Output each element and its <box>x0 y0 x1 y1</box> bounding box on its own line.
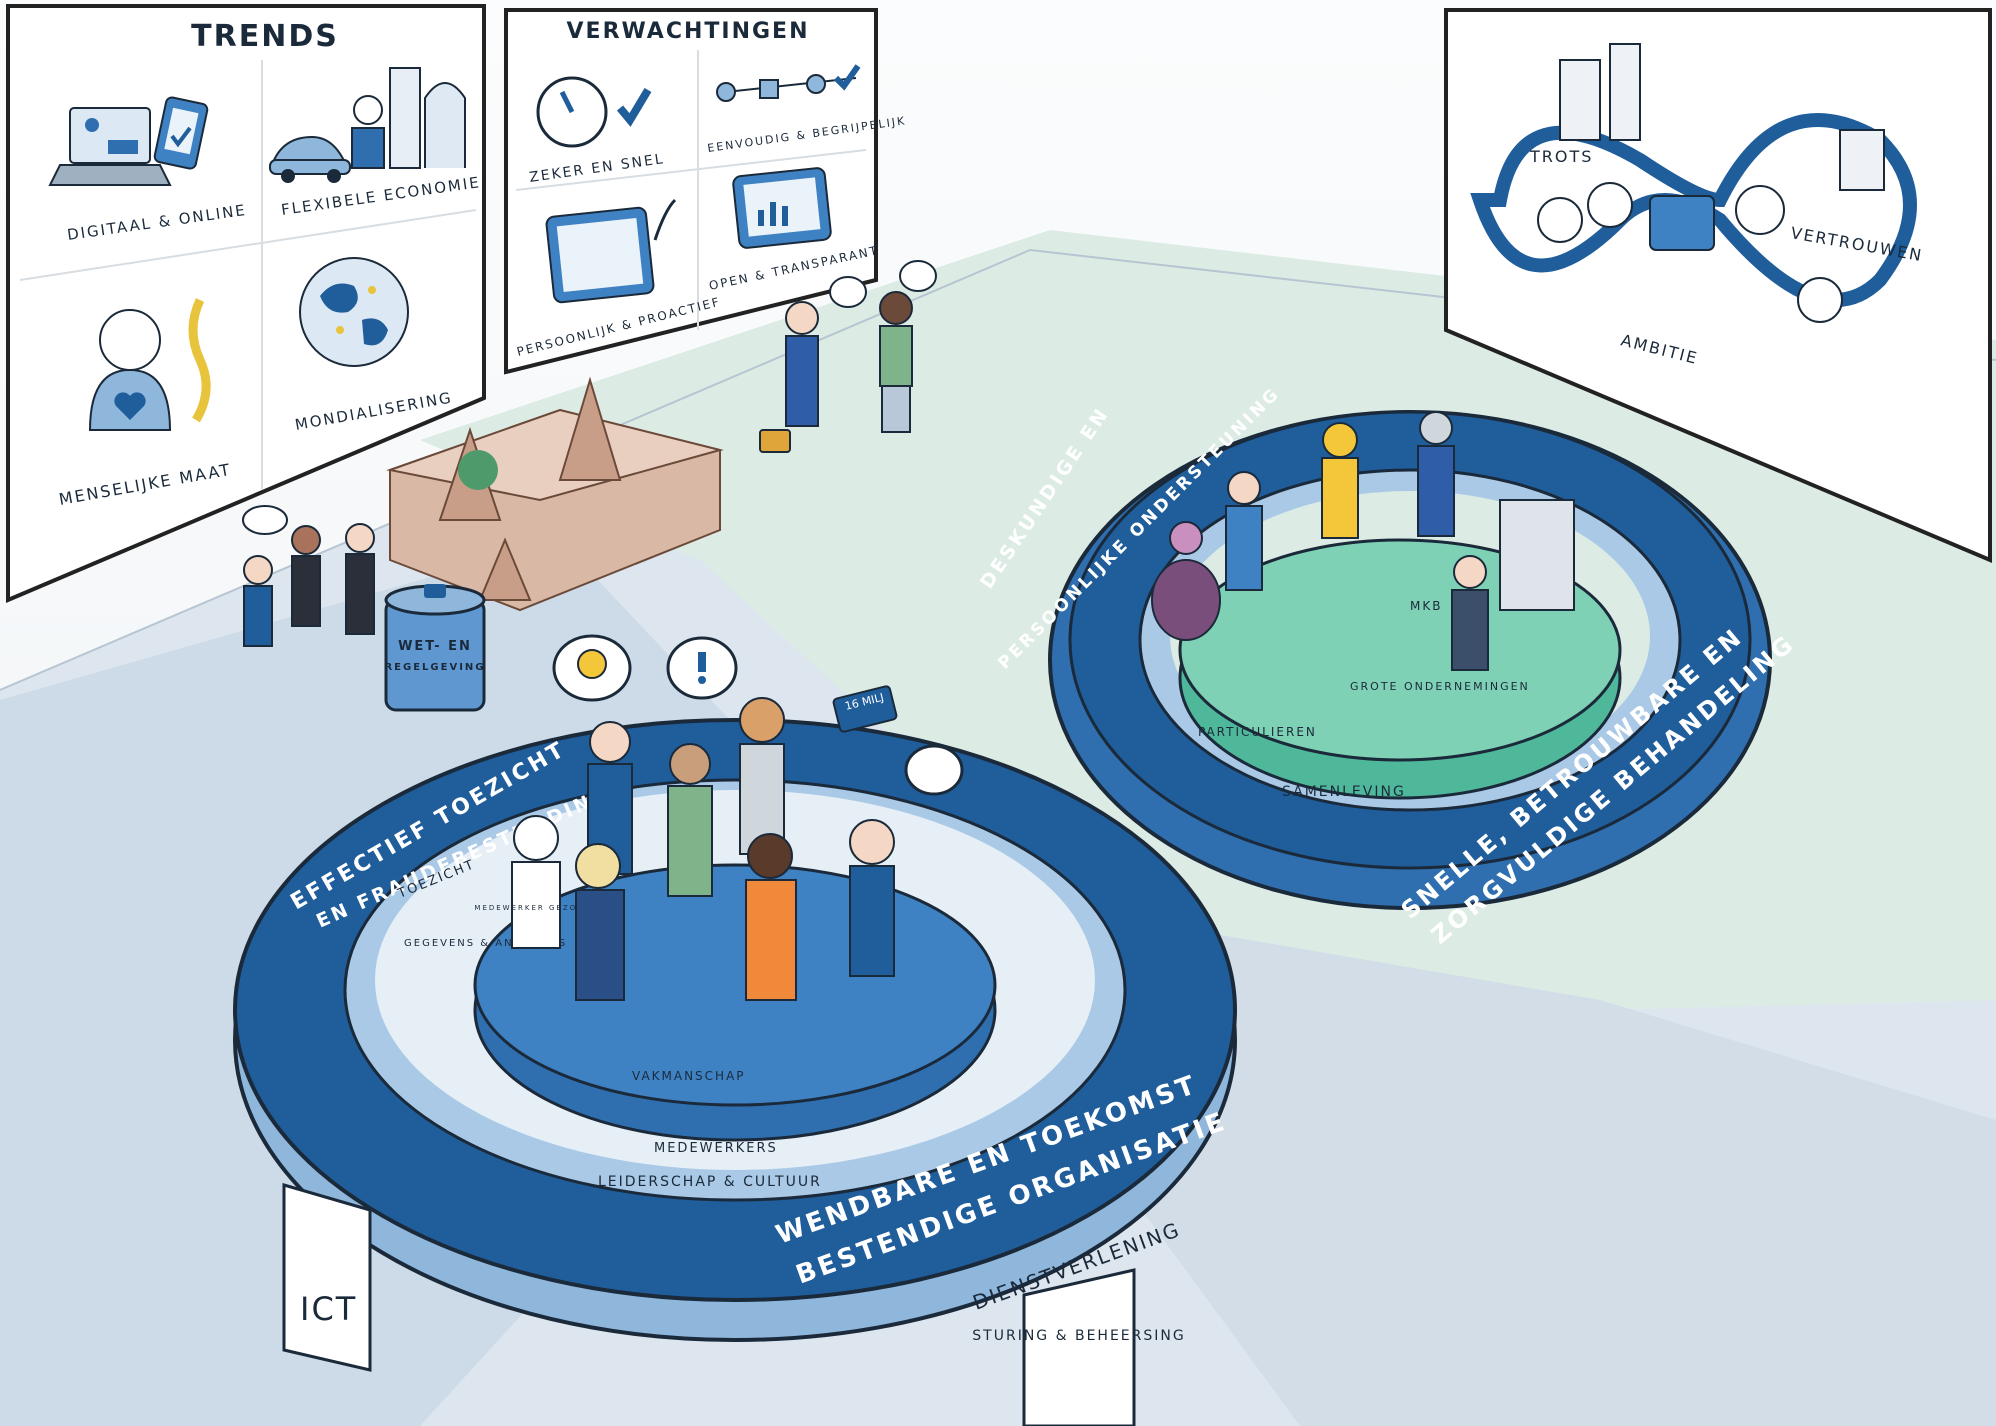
tablet-16milj: 16 MILJ <box>832 685 898 733</box>
stopwatch-icon <box>536 76 652 148</box>
shirt-text: MEDEWERKER GEZOCHT <box>474 904 597 912</box>
label-grote-ondernemingen: GROTE ONDERNEMINGEN <box>1350 680 1530 693</box>
reporter-group <box>759 260 937 453</box>
info-bubble-icon <box>829 276 867 308</box>
label-leiderschap: LEIDERSCHAP & CULTUUR <box>598 1174 822 1190</box>
label-mkb: MKB <box>1410 599 1442 613</box>
trends-board: TRENDS DIGITAAL & ONLINE FLEXIBELE ECONO… <box>6 4 486 604</box>
pillar-sturing-label: STURING & BEHEERSING <box>972 1328 1185 1344</box>
label-vakmanschap: VAKMANSCHAP <box>632 1069 746 1083</box>
dignitaries-group <box>242 505 375 647</box>
building-icon <box>1609 43 1641 141</box>
person-icon <box>1797 277 1843 323</box>
building-icon <box>1559 59 1601 141</box>
speech-bubble-icon <box>242 505 288 535</box>
lightbulb-bubble-icon <box>552 634 632 702</box>
label-trots: TROTS <box>1529 147 1593 166</box>
person-icon <box>1735 185 1785 235</box>
label-medewerkers: MEDEWERKERS <box>654 1141 778 1156</box>
process-flow-icon <box>716 64 861 102</box>
business-person-icon <box>351 67 466 169</box>
dashboard-tablet-icon <box>732 167 832 249</box>
citizens-group <box>1151 411 1575 671</box>
heart-person-icon <box>88 298 211 431</box>
exclamation-bubble-icon <box>666 636 738 700</box>
left-loop: EFFECTIEF TOEZICHT EN FRAUDEBESTRIJDING … <box>233 634 1237 1342</box>
location-bubble-icon <box>904 744 964 796</box>
person-icon <box>1537 197 1583 243</box>
phone-icon <box>153 96 209 170</box>
factory-icon <box>1839 129 1885 191</box>
pillar-sturing: STURING & BEHEERSING <box>972 1268 1185 1426</box>
trends-title: TRENDS <box>191 19 339 54</box>
law-line2: REGELGEVING <box>384 662 485 673</box>
law-line1: WET- EN <box>398 639 472 654</box>
building-icon <box>1499 499 1575 611</box>
laptop-icon <box>48 107 172 186</box>
castle-building <box>386 376 724 612</box>
label-samenleving: SAMENLEVING <box>1282 784 1406 800</box>
briefcase-icon <box>759 429 791 453</box>
person-icon <box>1587 182 1633 228</box>
right-loop: DESKUNDIGE EN PERSOONLIJKE ONDERSTEUNING… <box>976 383 1800 949</box>
tablet-form-icon <box>545 198 677 304</box>
law-container: WET- EN REGELGEVING <box>384 584 486 712</box>
label-gegevens: GEGEVENS & ANALYTICS <box>404 938 567 949</box>
ambition-board: TROTS VERTROUWEN AMBITIE <box>1444 8 1992 564</box>
label-particulieren: PARTICULIEREN <box>1198 725 1317 739</box>
globe-icon <box>299 257 409 367</box>
employees-group: MEDEWERKER GEZOCHT <box>474 697 895 1001</box>
pillar-ict-label: ICT <box>300 1290 357 1328</box>
pillar-ict: ICT <box>282 1183 372 1372</box>
expectations-board: VERWACHTINGEN ZEKER EN SNEL EENVOUDIG & … <box>504 8 907 375</box>
handshake-icon <box>1649 195 1715 251</box>
hardhat-icon <box>1322 422 1358 458</box>
car-icon <box>269 135 351 183</box>
expectations-title: VERWACHTINGEN <box>567 19 810 44</box>
question-bubble-icon <box>899 260 937 292</box>
